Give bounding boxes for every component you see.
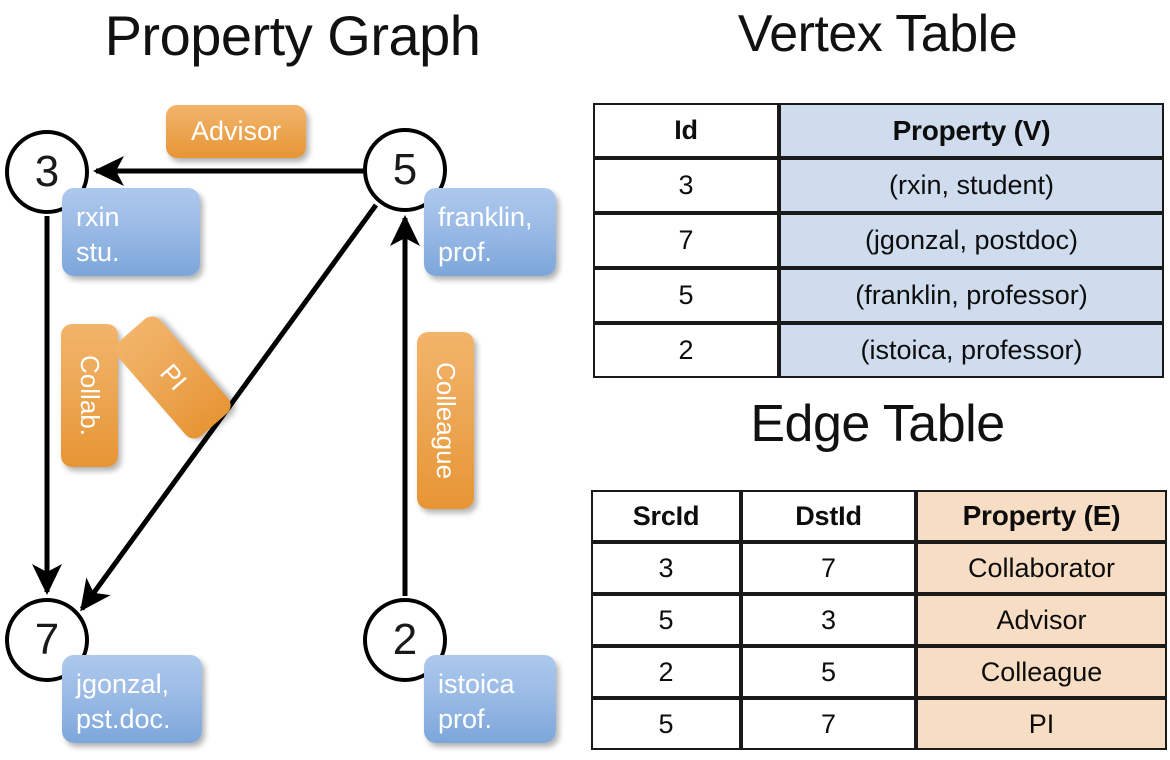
table-row: 2 5 Colleague — [591, 646, 1167, 698]
section-title-vertex-table: Vertex Table — [737, 5, 1018, 63]
edge-cell-property: Collaborator — [916, 542, 1167, 594]
edge-table: SrcId DstId Property (E) 3 7 Collaborato… — [591, 490, 1167, 750]
edge-cell-dstid: 5 — [741, 646, 916, 698]
edge-table-header-srcid: SrcId — [591, 490, 741, 542]
table-row: 5 7 PI — [591, 698, 1167, 750]
vertex-cell-property: (jgonzal, postdoc) — [779, 213, 1164, 268]
vertex-table: Id Property (V) 3 (rxin, student) 7 (jgo… — [593, 103, 1164, 378]
vertex-cell-id: 5 — [593, 268, 779, 323]
vertex-property-line-1: istoica — [438, 669, 515, 699]
graph-node-5[interactable]: 5 — [363, 128, 447, 212]
vertex-property-box-7: jgonzal, pst.doc. — [62, 655, 202, 743]
edge-table-header-dstid: DstId — [741, 490, 916, 542]
edge-label-colleague-text: Colleague — [431, 361, 461, 480]
edge-label-collab: Collab. — [61, 324, 118, 467]
edge-cell-dstid: 7 — [741, 698, 916, 750]
edge-cell-dstid: 3 — [741, 594, 916, 646]
edge-label-pi-text: PI — [153, 358, 193, 397]
table-row: 5 (franklin, professor) — [593, 268, 1164, 323]
vertex-property-line-1: jgonzal, — [76, 669, 170, 699]
vertex-property-line-2: prof. — [438, 236, 493, 267]
edge-cell-property: Advisor — [916, 594, 1167, 646]
edge-cell-dstid: 7 — [741, 542, 916, 594]
vertex-cell-id: 7 — [593, 213, 779, 268]
edge-label-collab-text: Collab. — [75, 355, 105, 436]
vertex-cell-property: (rxin, student) — [779, 158, 1164, 213]
vertex-cell-property: (franklin, professor) — [779, 268, 1164, 323]
vertex-property-line-2: pst.doc. — [76, 703, 171, 734]
edge-cell-property: PI — [916, 698, 1167, 750]
table-header-row: Id Property (V) — [593, 103, 1164, 158]
vertex-property-line-2: stu. — [76, 236, 120, 267]
edge-label-colleague: Colleague — [417, 332, 474, 509]
graph-node-2[interactable]: 2 — [363, 598, 447, 682]
table-row: 3 (rxin, student) — [593, 158, 1164, 213]
edge-cell-srcid: 2 — [591, 646, 741, 698]
edge-cell-srcid: 3 — [591, 542, 741, 594]
vertex-property-box-2: istoica prof. — [424, 655, 556, 743]
edge-table-header-property: Property (E) — [916, 490, 1167, 542]
property-graph-diagram: 3 5 7 2 rxin stu. franklin, prof. jgonza… — [5, 105, 556, 743]
vertex-table-header-id: Id — [593, 103, 779, 158]
vertex-cell-property: (istoica, professor) — [779, 323, 1164, 378]
table-row: 5 3 Advisor — [591, 594, 1167, 646]
vertex-table-header-property: Property (V) — [779, 103, 1164, 158]
section-title-edge-table: Edge Table — [750, 395, 1005, 453]
edge-cell-property: Colleague — [916, 646, 1167, 698]
table-row: 2 (istoica, professor) — [593, 323, 1164, 378]
vertex-property-line-1: rxin — [76, 202, 120, 232]
edge-cell-srcid: 5 — [591, 698, 741, 750]
page-title-property-graph: Property Graph — [104, 4, 481, 67]
table-header-row: SrcId DstId Property (E) — [591, 490, 1167, 542]
table-row: 7 (jgonzal, postdoc) — [593, 213, 1164, 268]
vertex-cell-id: 3 — [593, 158, 779, 213]
vertex-cell-id: 2 — [593, 323, 779, 378]
vertex-property-line-2: prof. — [438, 703, 493, 734]
edge-label-advisor: Advisor — [166, 105, 306, 158]
edge-label-advisor-text: Advisor — [190, 116, 282, 146]
edge-cell-srcid: 5 — [591, 594, 741, 646]
vertex-property-box-3: rxin stu. — [62, 188, 200, 276]
vertex-property-box-5: franklin, prof. — [424, 188, 556, 276]
table-row: 3 7 Collaborator — [591, 542, 1167, 594]
vertex-property-line-1: franklin, — [438, 202, 533, 232]
